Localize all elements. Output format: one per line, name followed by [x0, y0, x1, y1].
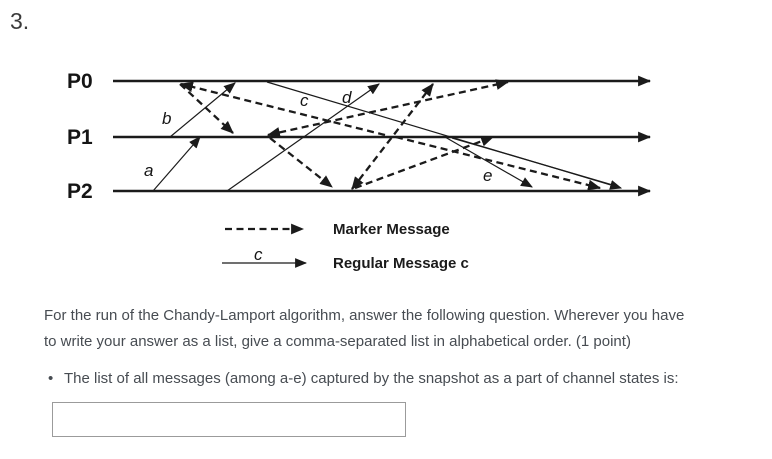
legend-regular-line-letter: c [254, 245, 263, 264]
message-label-a: a [144, 161, 153, 180]
legend-marker-label: Marker Message [333, 221, 450, 238]
regular-message-e [444, 136, 533, 188]
question-bullet-text: The list of all messages (among a-e) cap… [64, 370, 679, 387]
marker-message-1 [179, 81, 386, 137]
process-label-P0: P0 [67, 70, 93, 93]
marker-message-7 [395, 135, 602, 191]
process-label-P1: P1 [67, 126, 93, 149]
question-number: 3. [10, 8, 30, 34]
legend-regular-label: Regular Message c [333, 255, 469, 272]
message-label-b: b [162, 109, 171, 128]
message-label-d: d [342, 88, 352, 107]
legend: Marker Message c Regular Message c [222, 221, 469, 272]
process-label-P2: P2 [67, 180, 93, 203]
message-label-e: e [483, 166, 492, 185]
answer-input[interactable] [52, 402, 406, 437]
question-prompt: For the run of the Chandy-Lamport algori… [44, 307, 685, 350]
marker-messages [179, 79, 602, 191]
regular-message-b [169, 82, 236, 138]
regular-message-a [152, 136, 201, 192]
bullet-icon: • [48, 370, 54, 387]
marker-message-2 [179, 83, 234, 134]
process-timelines [113, 75, 652, 197]
marker-message-6 [354, 135, 495, 190]
regular-message-extra [451, 137, 617, 187]
marker-message-3 [266, 79, 510, 138]
marker-message-5 [269, 137, 333, 188]
question-bullet-row: • The list of all messages (among a-e) c… [48, 367, 748, 391]
message-label-c: c [300, 91, 309, 110]
